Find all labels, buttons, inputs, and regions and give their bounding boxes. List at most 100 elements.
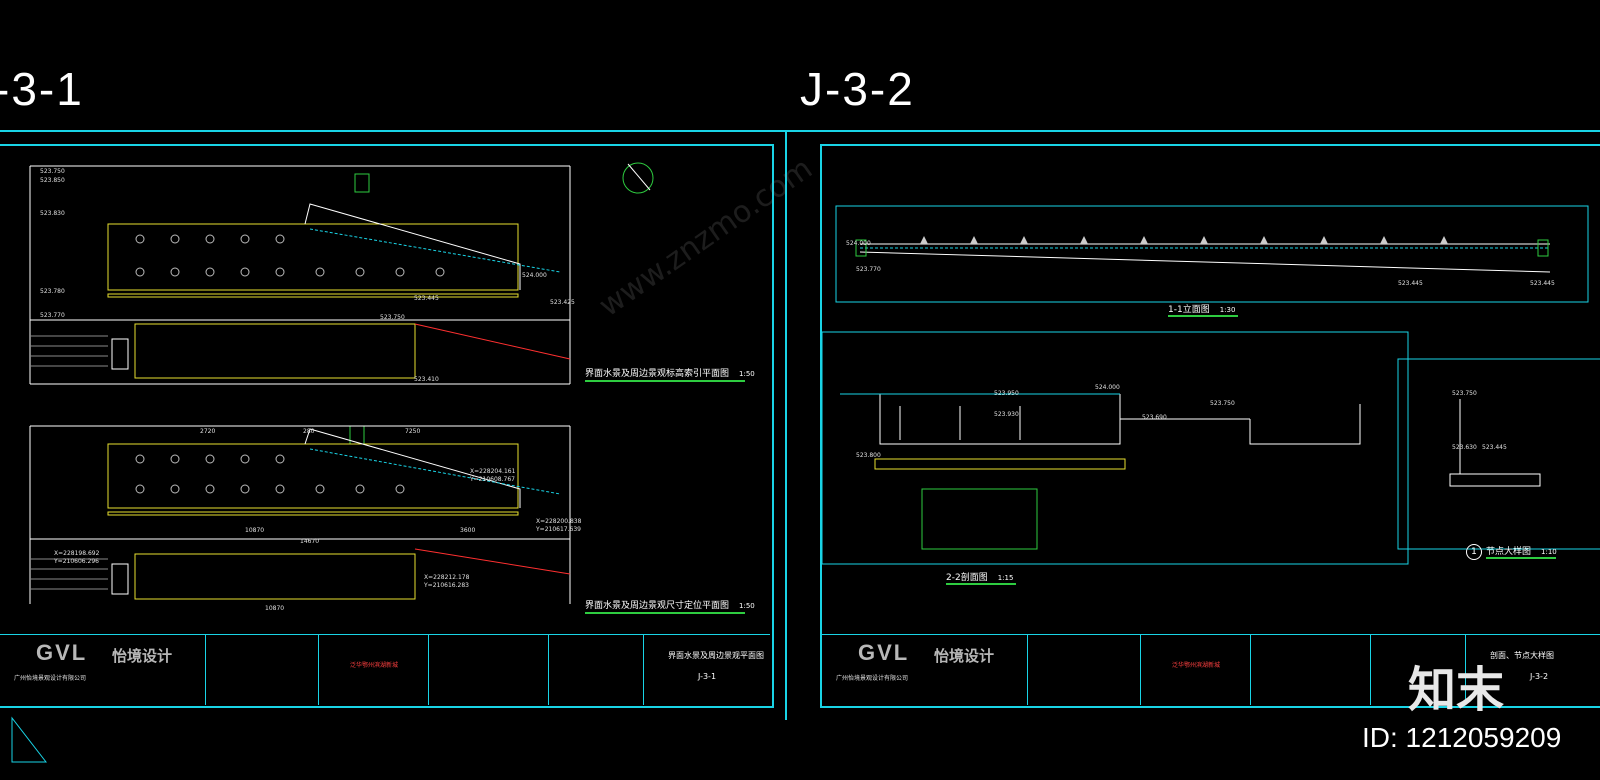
left-logo-cn: 怡境设计 bbox=[112, 647, 173, 665]
right-elev-11: 523.630 bbox=[1452, 444, 1477, 451]
left-coord-1: X=228204.161 bbox=[470, 468, 516, 475]
left-elev-8: 523.780 bbox=[40, 288, 65, 295]
right-title-block bbox=[820, 634, 1600, 705]
tb-divider bbox=[318, 635, 319, 705]
sheet-label-left: -3-1 bbox=[0, 63, 84, 115]
tb-divider bbox=[205, 635, 206, 705]
left-plan-title-2-underline bbox=[585, 612, 745, 614]
right-sheet-frame bbox=[820, 144, 1600, 708]
left-dim-6: 3600 bbox=[460, 527, 476, 534]
right-elev-3: 523.445 bbox=[1398, 280, 1423, 287]
tb-divider bbox=[1027, 635, 1028, 705]
left-dim-2: 280 bbox=[303, 428, 315, 435]
left-dim-5: 14670 bbox=[300, 538, 320, 545]
lower-plan-fountains bbox=[135, 454, 405, 494]
id-watermark: ID: 1212059209 bbox=[1362, 722, 1562, 753]
section-title-text: 1-1立面图 bbox=[1168, 305, 1210, 315]
left-logo: GVL bbox=[36, 640, 88, 665]
plan-title-scale: 1:50 bbox=[739, 370, 755, 378]
sheet-top-rule bbox=[0, 130, 1600, 132]
lower-plan bbox=[29, 425, 571, 604]
left-coord-2: Y=210608.767 bbox=[470, 476, 515, 483]
section-title-1-1-underline bbox=[1168, 315, 1238, 317]
right-elev-10: 523.690 bbox=[1142, 414, 1167, 421]
left-elev-3: 523.830 bbox=[40, 210, 65, 217]
left-dim-4: 10870 bbox=[245, 527, 265, 534]
left-dim-3: 7250 bbox=[405, 428, 421, 435]
section-title-node-underline bbox=[1486, 557, 1556, 559]
plan-title-scale: 1:50 bbox=[739, 602, 755, 610]
tb-divider bbox=[1465, 635, 1466, 705]
section-title-text: 节点大样图 bbox=[1486, 547, 1532, 557]
right-company: 广州怡境景观设计有限公司 bbox=[836, 675, 909, 682]
left-dim-7: 10870 bbox=[265, 605, 285, 612]
sheet-label-right: J-3-2 bbox=[800, 63, 915, 115]
right-elev-5: 524.000 bbox=[1095, 384, 1120, 391]
section-title-scale: 1:30 bbox=[1219, 306, 1236, 314]
right-elev-8: 523.800 bbox=[856, 452, 881, 459]
left-elev-2: 523.850 bbox=[40, 177, 65, 184]
left-coord-4: Y=210617.639 bbox=[536, 526, 581, 533]
left-plan-title-1-underline bbox=[585, 380, 745, 382]
left-elev-5: 524.000 bbox=[522, 272, 547, 279]
right-elev-7: 523.930 bbox=[994, 411, 1019, 418]
upper-plan bbox=[29, 165, 571, 445]
right-elev-2: 523.770 bbox=[856, 266, 881, 273]
section-title-text: 2-2剖面图 bbox=[946, 573, 988, 583]
right-elev-13: 523.750 bbox=[1452, 390, 1477, 397]
right-drawing-no: J-3-2 bbox=[1530, 672, 1549, 681]
node-marker-icon: 1 bbox=[1466, 544, 1482, 560]
right-elev-6: 523.950 bbox=[994, 390, 1019, 397]
left-plan-drawings bbox=[29, 162, 654, 604]
right-section-drawings bbox=[821, 205, 1600, 565]
left-coord-7: X=228212.178 bbox=[424, 574, 470, 581]
upper-plan-fountains bbox=[135, 234, 445, 277]
section-title-scale: 1:10 bbox=[1541, 548, 1557, 556]
left-elev-4: 523.445 bbox=[414, 295, 439, 302]
left-project: 泛华鄂州滨湖新城 bbox=[350, 662, 399, 669]
left-elev-9: 523.750 bbox=[380, 314, 405, 321]
left-company: 广州怡境景观设计有限公司 bbox=[14, 675, 87, 682]
left-drawing-no: J-3-1 bbox=[698, 672, 717, 681]
detail-node-1 bbox=[1397, 358, 1600, 550]
section-title-scale: 1:15 bbox=[997, 574, 1014, 582]
left-elev-1: 523.750 bbox=[40, 168, 65, 175]
section-title-2-2-underline bbox=[946, 583, 1016, 585]
sheet-divider bbox=[785, 130, 787, 720]
section-title-node: 节点大样图 1:10 bbox=[1486, 544, 1557, 557]
tb-divider bbox=[1250, 635, 1251, 705]
right-elev-9: 523.750 bbox=[1210, 400, 1235, 407]
north-arrow-icon bbox=[622, 162, 654, 194]
left-sheet-name: 界面水景及周边景观平面图 bbox=[668, 651, 764, 660]
tb-divider bbox=[1370, 635, 1371, 705]
left-coord-3: X=228200.838 bbox=[536, 518, 582, 525]
left-sheet-frame bbox=[0, 144, 774, 708]
left-elev-10: 523.410 bbox=[414, 376, 439, 383]
left-plan-title-2: 界面水景及周边景观尺寸定位平面图 1:50 bbox=[585, 598, 755, 611]
tb-divider bbox=[428, 635, 429, 705]
left-title-block bbox=[0, 634, 770, 705]
right-elev-1: 524.000 bbox=[846, 240, 871, 247]
tb-divider bbox=[1140, 635, 1141, 705]
right-logo-cn: 怡境设计 bbox=[934, 647, 995, 665]
section-2-2 bbox=[821, 331, 1409, 565]
right-elev-12: 523.445 bbox=[1482, 444, 1507, 451]
elevation-1-1 bbox=[835, 205, 1589, 303]
section-title-2-2: 2-2剖面图 1:15 bbox=[946, 570, 1013, 583]
left-elev-6: 523.425 bbox=[550, 299, 575, 306]
left-coord-8: Y=210616.283 bbox=[424, 582, 469, 589]
right-sheet-name: 剖面、节点大样图 bbox=[1490, 651, 1554, 660]
left-coord-5: X=228198.692 bbox=[54, 550, 100, 557]
corner-triangle-icon bbox=[11, 716, 48, 763]
left-coord-6: Y=210606.296 bbox=[54, 558, 99, 565]
right-elev-4: 523.445 bbox=[1530, 280, 1555, 287]
plan-title-text: 界面水景及周边景观尺寸定位平面图 bbox=[585, 601, 730, 611]
right-project: 泛华鄂州滨湖新城 bbox=[1172, 662, 1221, 669]
tb-divider bbox=[643, 635, 644, 705]
elevation-1-1-jets bbox=[920, 236, 1448, 244]
left-dim-1: 2720 bbox=[200, 428, 216, 435]
section-title-1-1: 1-1立面图 1:30 bbox=[1168, 302, 1235, 315]
left-elev-7: 523.770 bbox=[40, 312, 65, 319]
brand-watermark: 知末 bbox=[1408, 662, 1505, 718]
